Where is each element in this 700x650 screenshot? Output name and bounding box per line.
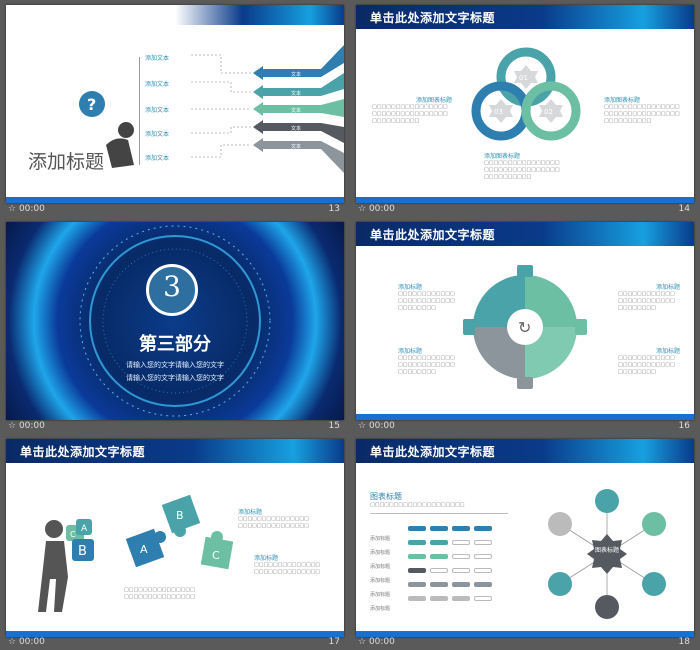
slide-footer-bar bbox=[6, 197, 344, 203]
list-item: 添加文本 bbox=[145, 131, 170, 138]
slide-footer-bar bbox=[356, 414, 694, 420]
table-row: 添加标题 bbox=[370, 581, 492, 600]
circle-number-03: 03 bbox=[494, 108, 503, 116]
svg-text:A: A bbox=[81, 524, 88, 534]
slide-info-bar: ☆ 00:00 13 bbox=[6, 203, 344, 217]
slide-info-bar: ☆ 00:00 17 bbox=[6, 636, 344, 650]
slide-header: 单击此处添加文字标题 bbox=[356, 5, 694, 29]
chart-divider bbox=[370, 513, 508, 514]
slide-title: 单击此处添加文字标题 bbox=[20, 445, 146, 459]
slide-thumbnail-15[interactable]: 3 第三部分 请输入您的文字请输入您的文字 请输入您的文字请输入您的文字 bbox=[6, 222, 344, 420]
puzzle-pieces-graphic: A B C bbox=[125, 494, 234, 570]
glow-rings bbox=[79, 225, 271, 417]
section-subtitle-2: 请输入您的文字请输入您的文字 bbox=[126, 374, 224, 382]
svg-text:C: C bbox=[70, 530, 76, 539]
time-label: ☆ 00:00 bbox=[8, 204, 45, 214]
slide-info-bar: ☆ 00:00 16 bbox=[356, 420, 694, 434]
person-carrying-blocks-icon: B A C bbox=[38, 519, 94, 612]
slide-footer-bar bbox=[356, 197, 694, 203]
svg-text:A: A bbox=[140, 543, 148, 556]
section-title: 第三部分 bbox=[139, 334, 211, 355]
table-row: 添加标题 bbox=[370, 595, 492, 614]
label-right: 添加图表标题 □□□□□□□□□□□□□□□□□□□□□□□□□□□□□□□□□… bbox=[604, 97, 680, 124]
time-label: ☆ 00:00 bbox=[358, 637, 395, 647]
list-item: 添加文本 bbox=[145, 81, 170, 88]
slide-info-bar: ☆ 00:00 14 bbox=[356, 203, 694, 217]
svg-text:↻: ↻ bbox=[518, 318, 531, 337]
page-number: 14 bbox=[678, 204, 690, 214]
thinking-person-icon: ? bbox=[79, 91, 134, 168]
slide-title: 单击此处添加文字标题 bbox=[370, 11, 496, 25]
page-number: 15 bbox=[328, 421, 340, 431]
slide-header bbox=[6, 5, 344, 25]
slide-header: 单击此处添加文字标题 bbox=[356, 439, 694, 463]
time-label: ☆ 00:00 bbox=[8, 637, 45, 647]
slide-header: 单击此处添加文字标题 bbox=[356, 222, 694, 246]
table-row: 添加标题 bbox=[370, 567, 492, 586]
slide-heading: 添加标题 bbox=[28, 151, 105, 173]
bracket-line bbox=[139, 57, 140, 165]
list-item: 添加文本 bbox=[145, 155, 170, 162]
gear-label-br: 添加标题 □□□□□□□□□□□□□□□□□□□□□□□□□□□□□□□□ bbox=[618, 348, 680, 375]
slide-footer-bar bbox=[6, 631, 344, 637]
label-bottom: 添加图表标题 □□□□□□□□□□□□□□□□□□□□□□□□□□□□□□□□□… bbox=[484, 153, 560, 180]
section-subtitle-1: 请输入您的文字请输入您的文字 bbox=[126, 361, 224, 369]
list-item: 添加文本 bbox=[145, 107, 170, 114]
svg-text:C: C bbox=[212, 549, 220, 562]
arrow-text: 文本 bbox=[291, 91, 302, 97]
page-number: 18 bbox=[678, 637, 690, 647]
slide-info-bar: ☆ 00:00 15 bbox=[6, 420, 344, 434]
slide-thumbnail-13[interactable]: ? 添加标题 添加文本 添加文本 添加文本 添加文本 添加文本 文本 文本 文本… bbox=[6, 5, 344, 203]
gear-label-bl: 添加标题 □□□□□□□□□□□□□□□□□□□□□□□□□□□□□□□□ bbox=[398, 348, 455, 375]
puzzle-label-3: □□□□□□□□□□□□□□□□□□□□□□□□□□□□□□ bbox=[124, 587, 195, 600]
gear-label-tl: 添加标题 □□□□□□□□□□□□□□□□□□□□□□□□□□□□□□□□ bbox=[398, 284, 455, 311]
section-number-circle bbox=[146, 264, 198, 316]
arrow-text: 文本 bbox=[291, 144, 302, 150]
svg-text:?: ? bbox=[87, 95, 96, 114]
puzzle-label-1: 添加标题 □□□□□□□□□□□□□□□□□□□□□□□□□□□□□□ bbox=[238, 509, 309, 529]
slide-info-bar: ☆ 00:00 18 bbox=[356, 636, 694, 650]
puzzle-label-2: 添加标题 □□□□□□□□□□□□□□□□□□□□□□□□□□□□ bbox=[254, 555, 321, 575]
slide-thumbnail-18[interactable]: 单击此处添加文字标题 图表标题 □□□□□□□□□□□□□□□□□□□□ 添加标… bbox=[356, 439, 694, 637]
page-number: 13 bbox=[328, 204, 340, 214]
gear-puzzle-diagram: ↻ bbox=[463, 265, 587, 389]
radial-center-label: 图表标题 bbox=[594, 547, 619, 554]
arrow-fan-graphic bbox=[191, 45, 344, 173]
table-row: 添加标题 bbox=[370, 539, 492, 558]
chart-subtitle: □□□□□□□□□□□□□□□□□□□□ bbox=[370, 502, 465, 508]
svg-text:B: B bbox=[78, 544, 87, 559]
slide-footer-bar bbox=[356, 631, 694, 637]
list-item: 添加文本 bbox=[145, 55, 170, 62]
three-circle-diagram bbox=[471, 47, 581, 141]
table-row: 添加标题 bbox=[370, 553, 492, 572]
page-number: 16 bbox=[678, 421, 690, 431]
circle-number-01: 01 bbox=[519, 74, 528, 82]
arrow-text: 文本 bbox=[291, 126, 302, 132]
radial-icon-diagram bbox=[548, 489, 666, 619]
arrow-text: 文本 bbox=[291, 72, 302, 78]
slide-thumbnail-14[interactable]: 单击此处添加文字标题 01 02 03 添加图表标题 □□□□□□□□□□□□□… bbox=[356, 5, 694, 203]
arrow-text: 文本 bbox=[291, 108, 302, 114]
slide-thumbnail-16[interactable]: 单击此处添加文字标题 ↻ 添加标题 □□□□□□□□□□□□□□□□□□□□□□… bbox=[356, 222, 694, 420]
slide-thumbnail-17[interactable]: 单击此处添加文字标题 B A C A B C 添加标题 □□□□□□□□□□□□… bbox=[6, 439, 344, 637]
slide-header: 单击此处添加文字标题 bbox=[6, 439, 344, 463]
time-label: ☆ 00:00 bbox=[358, 421, 395, 431]
table-row: 添加标题 bbox=[370, 525, 492, 544]
time-label: ☆ 00:00 bbox=[8, 421, 45, 431]
chart-title: 图表标题 bbox=[370, 492, 402, 501]
time-label: ☆ 00:00 bbox=[358, 204, 395, 214]
slide-title: 单击此处添加文字标题 bbox=[370, 228, 496, 242]
section-number: 3 bbox=[163, 270, 181, 303]
circle-number-02: 02 bbox=[544, 108, 553, 116]
svg-text:B: B bbox=[176, 509, 184, 522]
page-number: 17 bbox=[328, 637, 340, 647]
label-left: 添加图表标题 □□□□□□□□□□□□□□□□□□□□□□□□□□□□□□□□□… bbox=[372, 97, 452, 124]
slide-title: 单击此处添加文字标题 bbox=[370, 445, 496, 459]
gear-label-tr: 添加标题 □□□□□□□□□□□□□□□□□□□□□□□□□□□□□□□□ bbox=[618, 284, 680, 311]
